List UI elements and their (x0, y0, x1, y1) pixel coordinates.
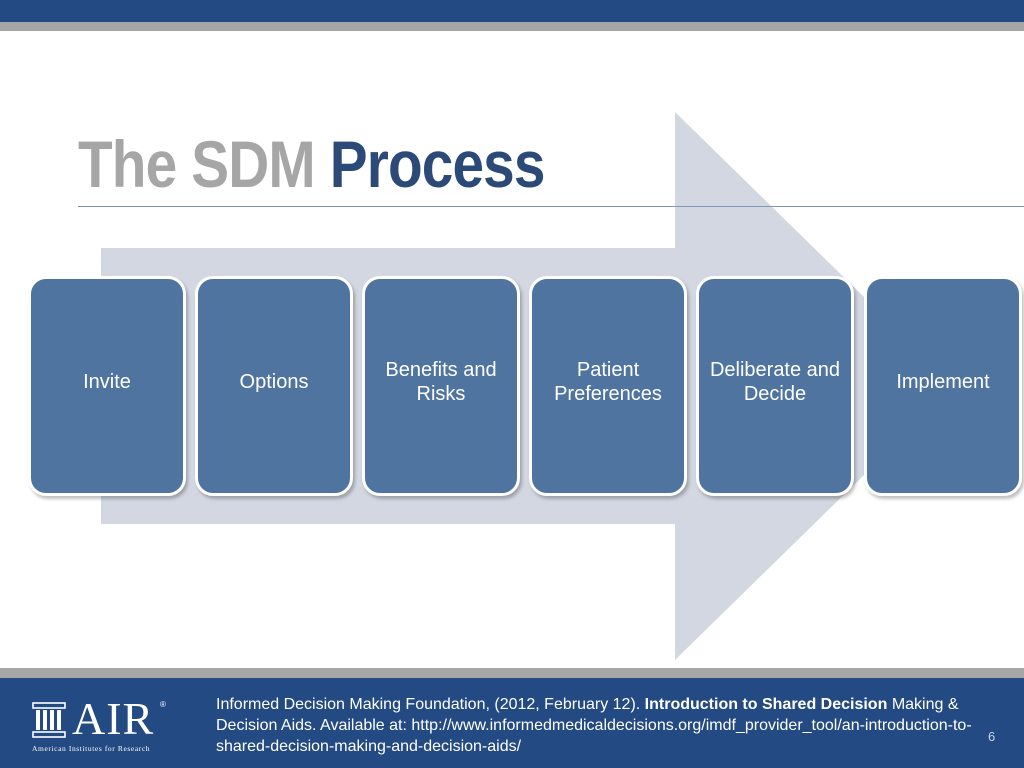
title-underline (78, 206, 1024, 207)
step-invite: Invite (28, 276, 186, 496)
step-deliberate-and-decide: Deliberate and Decide (696, 276, 854, 496)
logo-subtitle: American Institutes for Research (32, 744, 151, 753)
step-label: Invite (83, 371, 131, 393)
footer-banner (0, 678, 1024, 768)
title-part-2: Process (329, 127, 546, 201)
building-icon (32, 702, 66, 738)
step-benefits-and-risks: Benefits and Risks (362, 276, 520, 496)
page-number: 6 (988, 729, 996, 744)
citation-text: Informed Decision Making Foundation, (20… (216, 694, 996, 757)
step-label: Options (239, 371, 309, 393)
step-patient-preferences: Patient Preferences (529, 276, 687, 496)
citation-prefix: Informed Decision Making Foundation, (20… (216, 696, 641, 713)
bottom-accent-stripe (0, 668, 1024, 678)
step-options: Options (195, 276, 353, 496)
top-accent-stripe (0, 22, 1024, 31)
step-implement: Implement (864, 276, 1022, 496)
citation-suffix: Making & Decision Aids. Available at: ht… (216, 696, 972, 755)
title-part-1: The SDM (78, 127, 316, 201)
citation-bold: Introduction to Shared Decision (644, 696, 888, 713)
slide-title: The SDM Process (78, 126, 545, 202)
step-label: Implement (896, 371, 990, 393)
step-label: Patient Preferences (554, 359, 662, 405)
logo-wordmark: AIR (72, 693, 155, 744)
registered-mark: ® (160, 700, 166, 709)
step-label: Benefits and Risks (385, 359, 497, 405)
air-logo: AIR ® American Institutes for Research (32, 696, 202, 760)
top-banner (0, 0, 1024, 22)
step-label: Deliberate and Decide (709, 359, 841, 405)
